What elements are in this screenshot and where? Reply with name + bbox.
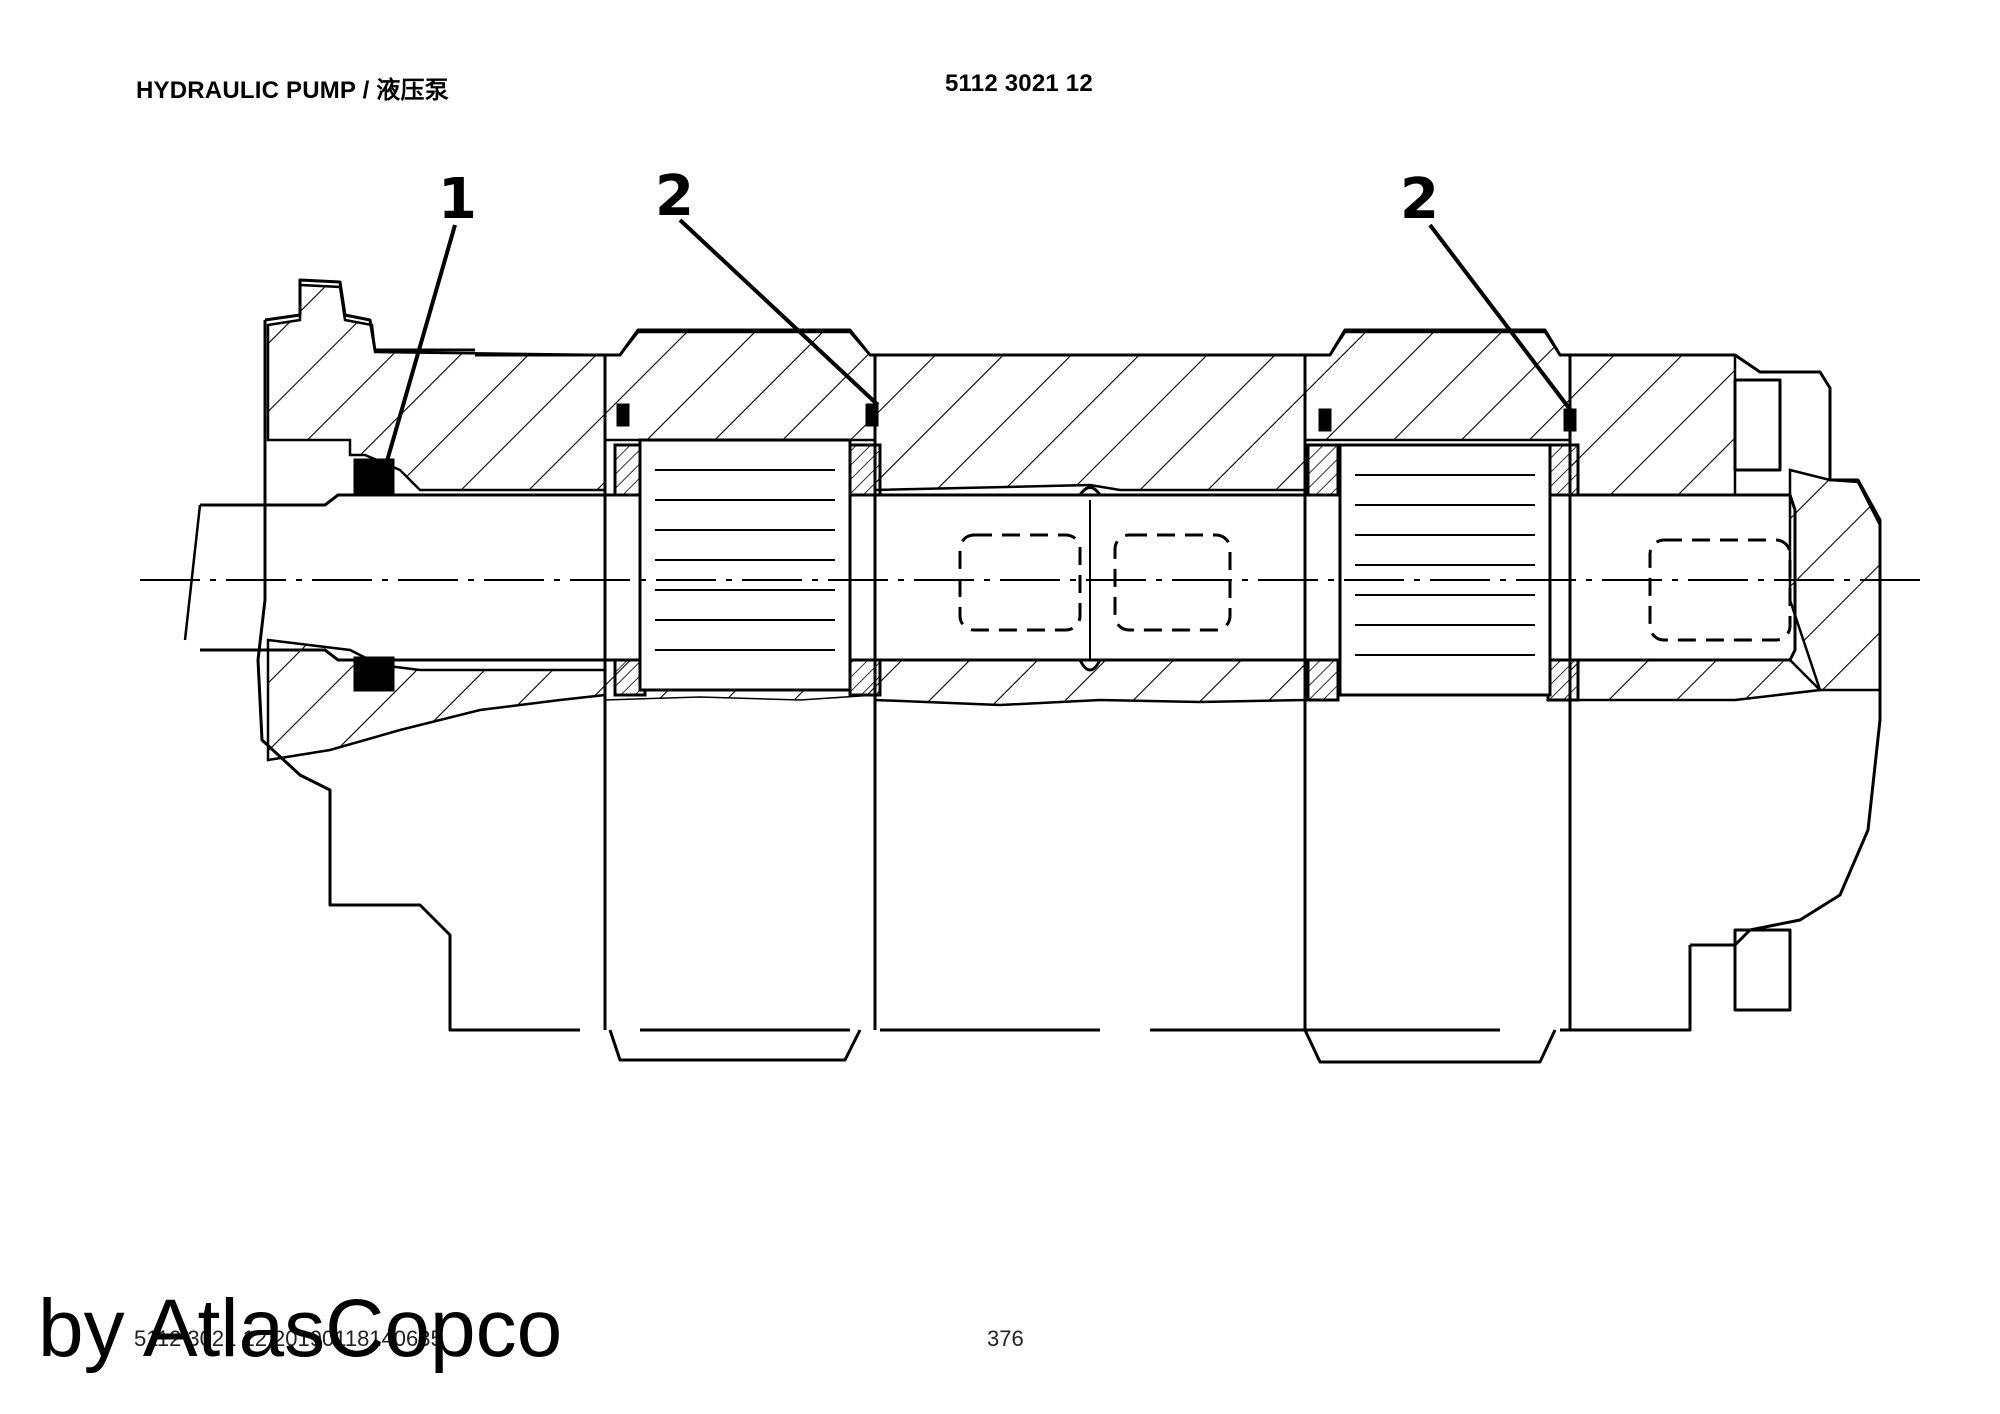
page-number: 376 [987,1326,1024,1351]
leader-lines [383,218,1574,469]
callout-2-right: 2 [1400,167,1439,232]
part-number: 5112 3021 12 [945,70,1093,97]
hatched-sections [266,283,1882,762]
hidden-splines [958,533,1792,642]
callout-2-left: 2 [655,164,694,229]
drive-shaft [183,486,1797,672]
gear-teeth [655,469,1535,656]
callout-1: 1 [438,167,477,232]
gears [638,438,1552,697]
drawing-title: HYDRAULIC PUMP / 液压泵 [136,77,449,104]
watermark: by AtlasCopco [38,1283,563,1374]
footer-document-code: 5112 3021 12 20190118140635 [134,1326,443,1351]
